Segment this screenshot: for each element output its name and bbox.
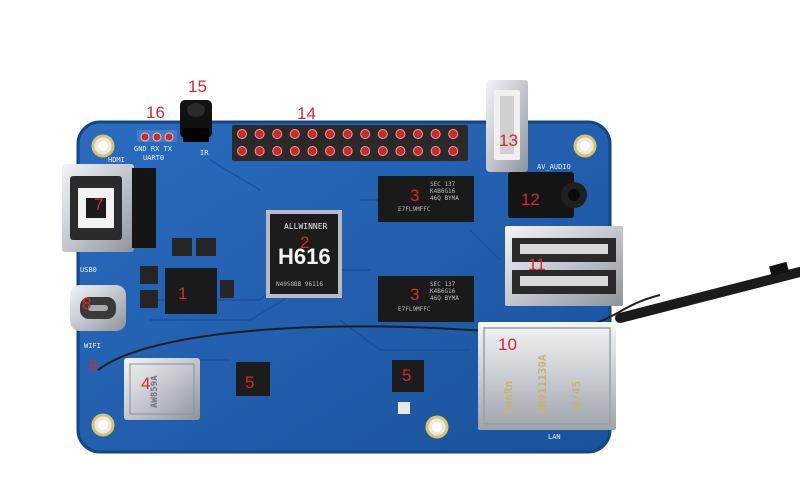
callout-4: 4 [141, 374, 151, 393]
ethernet-code: 20/45 [570, 380, 583, 414]
soc-marking: N4058BB 96116 [276, 281, 323, 288]
callout-5-left: 5 [245, 373, 255, 392]
dram-2-marking: SEC 137 K4B6G16 46Q BYMA E7FL9MFFC [398, 281, 459, 313]
gpio-pin [377, 129, 388, 139]
callout-7: 7 [94, 195, 104, 214]
gpio-pin [360, 146, 371, 156]
antenna [615, 267, 800, 323]
callout-3-top: 3 [410, 186, 420, 205]
gpio-pin [254, 146, 265, 156]
uart-pins-label: GND RX TX [134, 145, 172, 153]
gpio-pin [360, 129, 371, 139]
ir-receiver [180, 100, 212, 142]
callout-10: 10 [498, 335, 517, 354]
gpio-pin [448, 146, 459, 156]
gpio-pin [325, 146, 335, 156]
uart-label: UART0 [143, 154, 165, 162]
gpio-pin [395, 146, 406, 156]
callout-13: 13 [499, 131, 518, 150]
gpio-pin [237, 129, 247, 139]
mounting-holes [91, 134, 597, 439]
gpio-pin [254, 129, 265, 139]
gpio-pin [272, 129, 283, 139]
wifi-label: WIFI [84, 342, 101, 350]
ethernet-part: HR911130A [536, 354, 549, 414]
callout-1: 1 [178, 284, 188, 303]
usb-a-ports [505, 226, 623, 306]
gpio-pin [430, 146, 441, 156]
callout-14: 14 [297, 104, 316, 123]
av-audio-label: AV_AUDIO [537, 163, 571, 171]
dram-chips [378, 176, 474, 322]
callout-3-bottom: 3 [410, 285, 420, 304]
lan-label: LAN [548, 433, 561, 441]
gpio-pin [430, 129, 441, 139]
callout-5-right: 5 [402, 366, 412, 385]
antenna-cable [97, 294, 661, 371]
dram-1-marking: SEC 137 K4B6G16 46Q BYMA E7FL9MFFC [398, 181, 459, 213]
wifi-module-label: AW859A [150, 375, 160, 408]
wifi-module [124, 358, 200, 420]
gpio-pin [237, 146, 247, 156]
gpio-pin [413, 146, 423, 156]
gpio-pin [307, 146, 318, 156]
gpio-pin [395, 129, 406, 139]
power-ics [140, 238, 234, 314]
callout-15: 15 [188, 77, 207, 96]
gpio-pin [377, 146, 388, 156]
gpio-pin [289, 129, 300, 139]
gpio-header [232, 125, 468, 161]
small-chips [236, 360, 424, 414]
ethernet-port [478, 322, 616, 430]
gpio-pin [272, 146, 283, 156]
gpio-pin [448, 129, 459, 139]
soc-model: H616 [278, 244, 331, 269]
callout-9: 9 [88, 356, 98, 375]
usb-vertical-port [486, 80, 528, 172]
gpio-pin [289, 146, 300, 156]
soc-chip [266, 210, 342, 298]
antenna-tip [769, 261, 789, 277]
soc-brand: ALLWINNER [284, 222, 328, 231]
callout-11: 11 [528, 255, 546, 274]
audio-jack [508, 172, 587, 218]
ethernet-brand: HanRn [502, 380, 515, 414]
ir-label: IR [200, 149, 209, 157]
gpio-pin [342, 129, 353, 139]
gpio-pin [413, 129, 423, 139]
hdmi-port [62, 164, 156, 252]
callout-8: 8 [82, 294, 92, 313]
callout-2: 2 [300, 233, 310, 252]
usb-c-port [70, 285, 126, 331]
gpio-pin [342, 146, 353, 156]
uart-header [137, 130, 177, 142]
callout-12: 12 [521, 190, 540, 209]
hdmi-label: HDMI [108, 156, 125, 164]
callout-16: 16 [146, 103, 165, 122]
pcb [78, 122, 610, 452]
usb0-label: USB0 [80, 266, 97, 274]
gpio-pin [307, 129, 318, 139]
gpio-pin [325, 129, 335, 139]
